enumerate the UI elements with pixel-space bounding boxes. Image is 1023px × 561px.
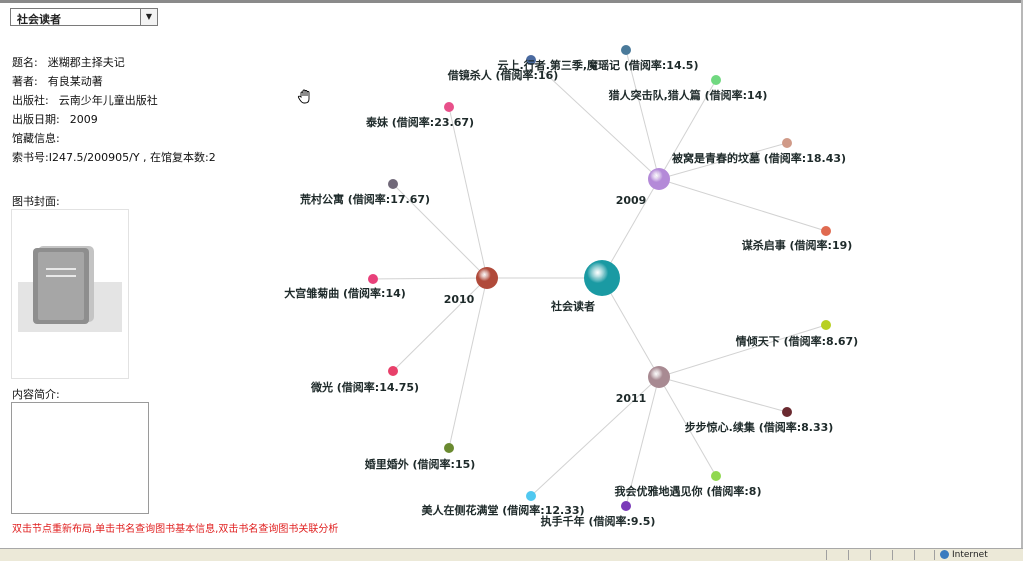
book-title-row: 题名: 迷糊郡主择夫记 bbox=[12, 54, 125, 70]
book-node[interactable] bbox=[821, 320, 831, 330]
dropdown-arrow-icon[interactable]: ▼ bbox=[140, 9, 157, 25]
book-node[interactable] bbox=[444, 443, 454, 453]
hand-cursor-icon bbox=[297, 89, 310, 104]
book-node[interactable] bbox=[621, 501, 631, 511]
book-node[interactable] bbox=[782, 407, 792, 417]
reader-category-value: 社会读者 bbox=[17, 13, 61, 26]
reader-node-label[interactable]: 社会读者 bbox=[550, 299, 595, 313]
book-publisher-label: 出版社: bbox=[12, 94, 49, 107]
window-right-border bbox=[1021, 0, 1023, 548]
book-node-label[interactable]: 大宫雏菊曲 (借阅率:14) bbox=[284, 286, 406, 300]
book-node[interactable] bbox=[388, 179, 398, 189]
book-node-label[interactable]: 被窝是青春的坟墓 (借阅率:18.43) bbox=[672, 151, 846, 165]
year-node[interactable] bbox=[648, 168, 670, 190]
reader-node[interactable] bbox=[584, 260, 620, 296]
book-date-value: 2009 bbox=[69, 113, 98, 126]
graph-edge bbox=[530, 376, 660, 497]
book-title-label: 题名: bbox=[12, 56, 38, 69]
book-node-label[interactable]: 美人在侧花满堂 (借阅率:12.33) bbox=[421, 503, 584, 517]
status-separator bbox=[914, 550, 915, 560]
book-date-label: 出版日期: bbox=[12, 113, 60, 126]
graph-edge bbox=[601, 178, 660, 279]
book-node-label[interactable]: 微光 (借阅率:14.75) bbox=[310, 380, 419, 394]
usage-hint: 双击节点重新布局,单击书名查询图书基本信息,双击书名查询图书关联分析 bbox=[12, 524, 339, 535]
book-node[interactable] bbox=[368, 274, 378, 284]
book-cover bbox=[11, 209, 129, 379]
graph-edge bbox=[392, 183, 488, 279]
book-node[interactable] bbox=[444, 102, 454, 112]
relation-graph: 社会读者 2010 2009 2011 泰妹 (借阅率:23.67) 荒村公寓 (借阅率:… bbox=[284, 45, 858, 528]
cover-label: 图书封面: bbox=[12, 195, 60, 208]
graph-edge bbox=[392, 277, 488, 372]
graph-edge bbox=[658, 79, 717, 180]
book-node[interactable] bbox=[821, 226, 831, 236]
year-node[interactable] bbox=[476, 267, 498, 289]
book-author-label: 著者: bbox=[12, 75, 38, 88]
graph-edge bbox=[530, 59, 660, 180]
graph-edge bbox=[625, 49, 660, 180]
graph-edge bbox=[658, 376, 717, 477]
year-node-label[interactable]: 2011 bbox=[616, 392, 647, 405]
status-separator bbox=[892, 550, 893, 560]
globe-icon bbox=[940, 550, 949, 559]
book-node-label[interactable]: 泰妹 (借阅率:23.67) bbox=[365, 115, 474, 129]
holdings-label: 馆藏信息: bbox=[12, 132, 60, 145]
book-publisher-row: 出版社: 云南少年儿童出版社 bbox=[12, 92, 158, 108]
status-separator bbox=[848, 550, 849, 560]
book-node-label[interactable]: 执手千年 (借阅率:9.5) bbox=[541, 514, 656, 528]
graph-edge bbox=[448, 277, 488, 449]
year-node[interactable] bbox=[648, 366, 670, 388]
book-node-label[interactable]: 婚里婚外 (借阅率:15) bbox=[365, 457, 476, 471]
call-number-line: 索书号:I247.5/200905/Y , 在馆复本数:2 bbox=[12, 151, 216, 164]
graph-edge bbox=[601, 277, 660, 378]
book-node[interactable] bbox=[711, 471, 721, 481]
graph-edge bbox=[625, 376, 660, 507]
book-node[interactable] bbox=[526, 55, 536, 65]
internet-zone: Internet bbox=[940, 550, 988, 560]
book-node[interactable] bbox=[711, 75, 721, 85]
book-node-label[interactable]: 情倾天下 (借阅率:8.67) bbox=[736, 334, 858, 348]
summary-textbox[interactable] bbox=[11, 402, 149, 514]
graph-edge bbox=[658, 142, 788, 180]
book-node-label[interactable]: 谋杀启事 (借阅率:19) bbox=[742, 238, 853, 252]
reader-category-select[interactable]: 社会读者 ▼ bbox=[10, 8, 158, 26]
status-separator bbox=[870, 550, 871, 560]
graph-edge bbox=[448, 106, 488, 279]
book-node-label[interactable]: 荒村公寓 (借阅率:17.67) bbox=[299, 192, 430, 206]
status-bar: Internet bbox=[0, 548, 1023, 561]
book-title-value: 迷糊郡主择夫记 bbox=[47, 56, 125, 69]
year-node-label[interactable]: 2009 bbox=[616, 194, 647, 207]
book-node[interactable] bbox=[621, 45, 631, 55]
book-node[interactable] bbox=[388, 366, 398, 376]
status-separator bbox=[934, 550, 935, 560]
graph-edge bbox=[658, 178, 827, 232]
book-cover-placeholder-icon bbox=[18, 246, 122, 332]
status-separator bbox=[826, 550, 827, 560]
internet-zone-label: Internet bbox=[952, 550, 988, 560]
book-date-row: 出版日期: 2009 bbox=[12, 111, 98, 127]
book-node[interactable] bbox=[782, 138, 792, 148]
book-node-label[interactable]: 步步惊心.续集 (借阅率:8.33) bbox=[685, 420, 834, 434]
summary-label: 内容简介: bbox=[12, 388, 60, 401]
graph-edge bbox=[658, 324, 827, 378]
year-node-label[interactable]: 2010 bbox=[444, 293, 475, 306]
book-node-label[interactable]: 猎人突击队,猎人篇 (借阅率:14) bbox=[609, 88, 768, 102]
book-node[interactable] bbox=[526, 491, 536, 501]
window-top-border bbox=[0, 0, 1023, 3]
book-node-label[interactable]: 我会优雅地遇见你 (借阅率:8) bbox=[615, 484, 762, 498]
graph-edge bbox=[658, 376, 788, 413]
book-author-row: 著者: 有良某动著 bbox=[12, 73, 103, 89]
graph-edge bbox=[372, 277, 488, 280]
book-author-value: 有良某动著 bbox=[47, 75, 103, 88]
book-node-label[interactable]: 云上.行者.第三季,魔瑶记 (借阅率:14.5) bbox=[498, 58, 699, 72]
book-node-label[interactable]: 借镜杀人 (借阅率:16) bbox=[447, 68, 559, 82]
book-publisher-value: 云南少年儿童出版社 bbox=[58, 94, 158, 107]
